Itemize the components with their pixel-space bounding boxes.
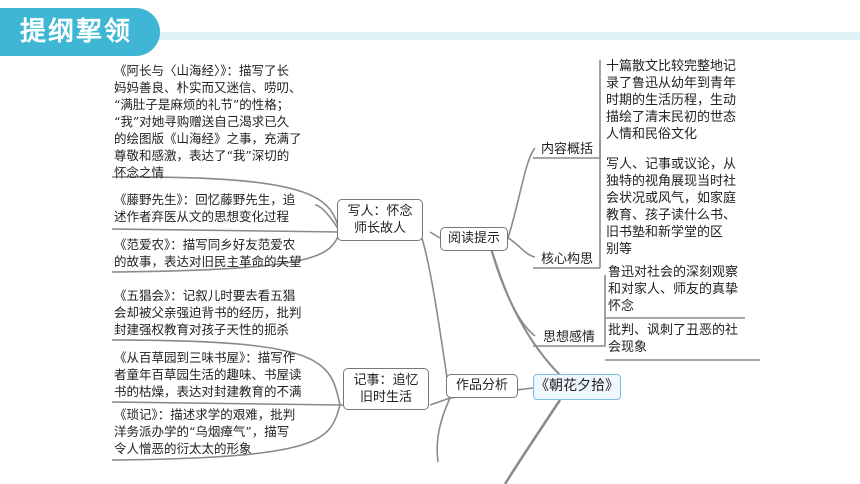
group-node-events: 记事：追忆 旧时生活	[343, 368, 429, 410]
group-node-people: 写人：怀念 师长故人	[337, 199, 423, 241]
tip-label-content: 内容概括	[540, 142, 593, 157]
branch-reading-tips: 阅读提示	[440, 227, 508, 251]
section-title: 提纲挈领	[0, 8, 160, 56]
branch-work-analysis: 作品分析	[446, 374, 518, 398]
tip-text-design: 写人、记事或议论，从 独特的视角展现当时社 会状况或风气，如家庭 教育、孩子读什…	[606, 157, 737, 257]
header-band	[0, 32, 860, 40]
leaf-fanainong: 《范爱农》：描写同乡好友范爱农 的故事，表达对旧民主革命的失望	[114, 237, 302, 269]
leaf-wuchanghui: 《五猖会》：记叙儿时要去看五猖 会却被父亲强迫背书的经历，批判 封建强权教育对孩…	[114, 288, 302, 337]
leaf-achang: 《阿长与〈山海经〉》：描写了长 妈妈善良、朴实而又迷信、唠叨、 “满肚子是麻烦的…	[114, 63, 302, 180]
tip-label-design: 核心构思	[540, 252, 593, 267]
tip-text-feeling-top: 鲁迅对社会的深刻观察 和对家人、师友的真挚 怀念	[608, 265, 739, 314]
tip-label-feeling: 思想感情	[542, 330, 595, 345]
center-node-zhaohuaxishi: 《朝花夕拾》	[533, 374, 621, 400]
tip-text-feeling-bottom: 批判、讽刺了丑恶的社 会现象	[608, 323, 739, 355]
leaf-baicaoyuan: 《从百草园到三味书屋》：描写作 者童年百草园生活的趣味、书屋读 书的枯燥，表达对…	[114, 350, 302, 399]
tip-text-content: 十篇散文比较完整地记 录了鲁迅从幼年到青年 时期的生活历程，生动 描绘了清末民初…	[606, 59, 737, 142]
leaf-tengye: 《藤野先生》：回忆藤野先生，追 述作者弃医从文的思想变化过程	[114, 192, 296, 224]
leaf-suoji: 《琐记》：描述求学的艰难，批判 洋务派办学的“乌烟瘴气”，描写 令人憎恶的衍太太…	[114, 407, 296, 456]
